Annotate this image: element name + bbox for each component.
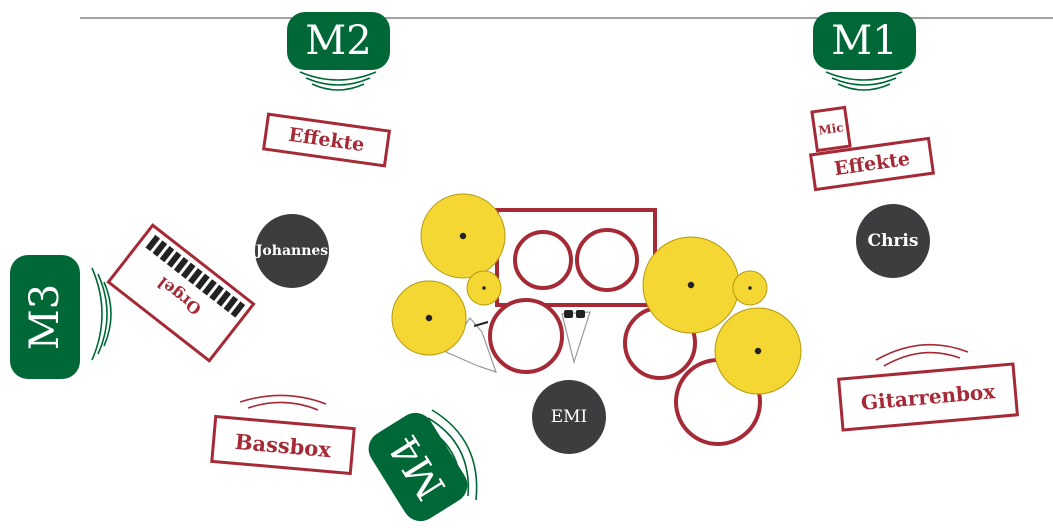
- drum-kit: [391, 193, 802, 446]
- mic-label: Mic: [810, 105, 852, 153]
- keyboard-keys: [145, 234, 246, 318]
- tom-1: [513, 230, 573, 290]
- m1-arcs: [825, 71, 903, 91]
- person-emi: EMI: [532, 380, 606, 454]
- monitor-m3-label: M3: [22, 283, 68, 351]
- orgel-keyboard: [106, 223, 256, 363]
- pedal-beater-1: [564, 310, 573, 318]
- pedal-left-beater: [473, 321, 489, 327]
- cymbal-centers: [424, 231, 763, 356]
- person-emi-name: EMI: [550, 407, 588, 427]
- m2-arcs: [299, 71, 377, 91]
- effekte-left-text: Effekte: [287, 123, 366, 157]
- tom-2: [575, 228, 639, 292]
- gitarrenbox-text: Gitarrenbox: [859, 379, 997, 415]
- mic-text: Mic: [817, 120, 845, 138]
- person-johannes-name: Johannes: [255, 243, 329, 259]
- person-johannes: Johannes: [255, 214, 329, 288]
- bassbox-text: Bassbox: [233, 428, 333, 462]
- effekte-right-text: Effekte: [832, 147, 912, 181]
- gitarrenbox-arcs: [875, 343, 969, 367]
- pedal-right: [561, 311, 591, 365]
- m3-arcs: [91, 267, 112, 361]
- monitor-m2-label: M2: [305, 18, 372, 64]
- monitor-m1: M1: [813, 12, 916, 70]
- snare-drum: [488, 298, 564, 374]
- monitor-m3: M3: [10, 255, 80, 379]
- person-chris-name: Chris: [867, 231, 919, 251]
- monitor-m1-label: M1: [831, 18, 898, 64]
- bassbox-arcs: [239, 394, 327, 411]
- monitor-m2: M2: [287, 12, 390, 70]
- person-chris: Chris: [856, 204, 930, 278]
- pedal-beater-2: [576, 310, 585, 318]
